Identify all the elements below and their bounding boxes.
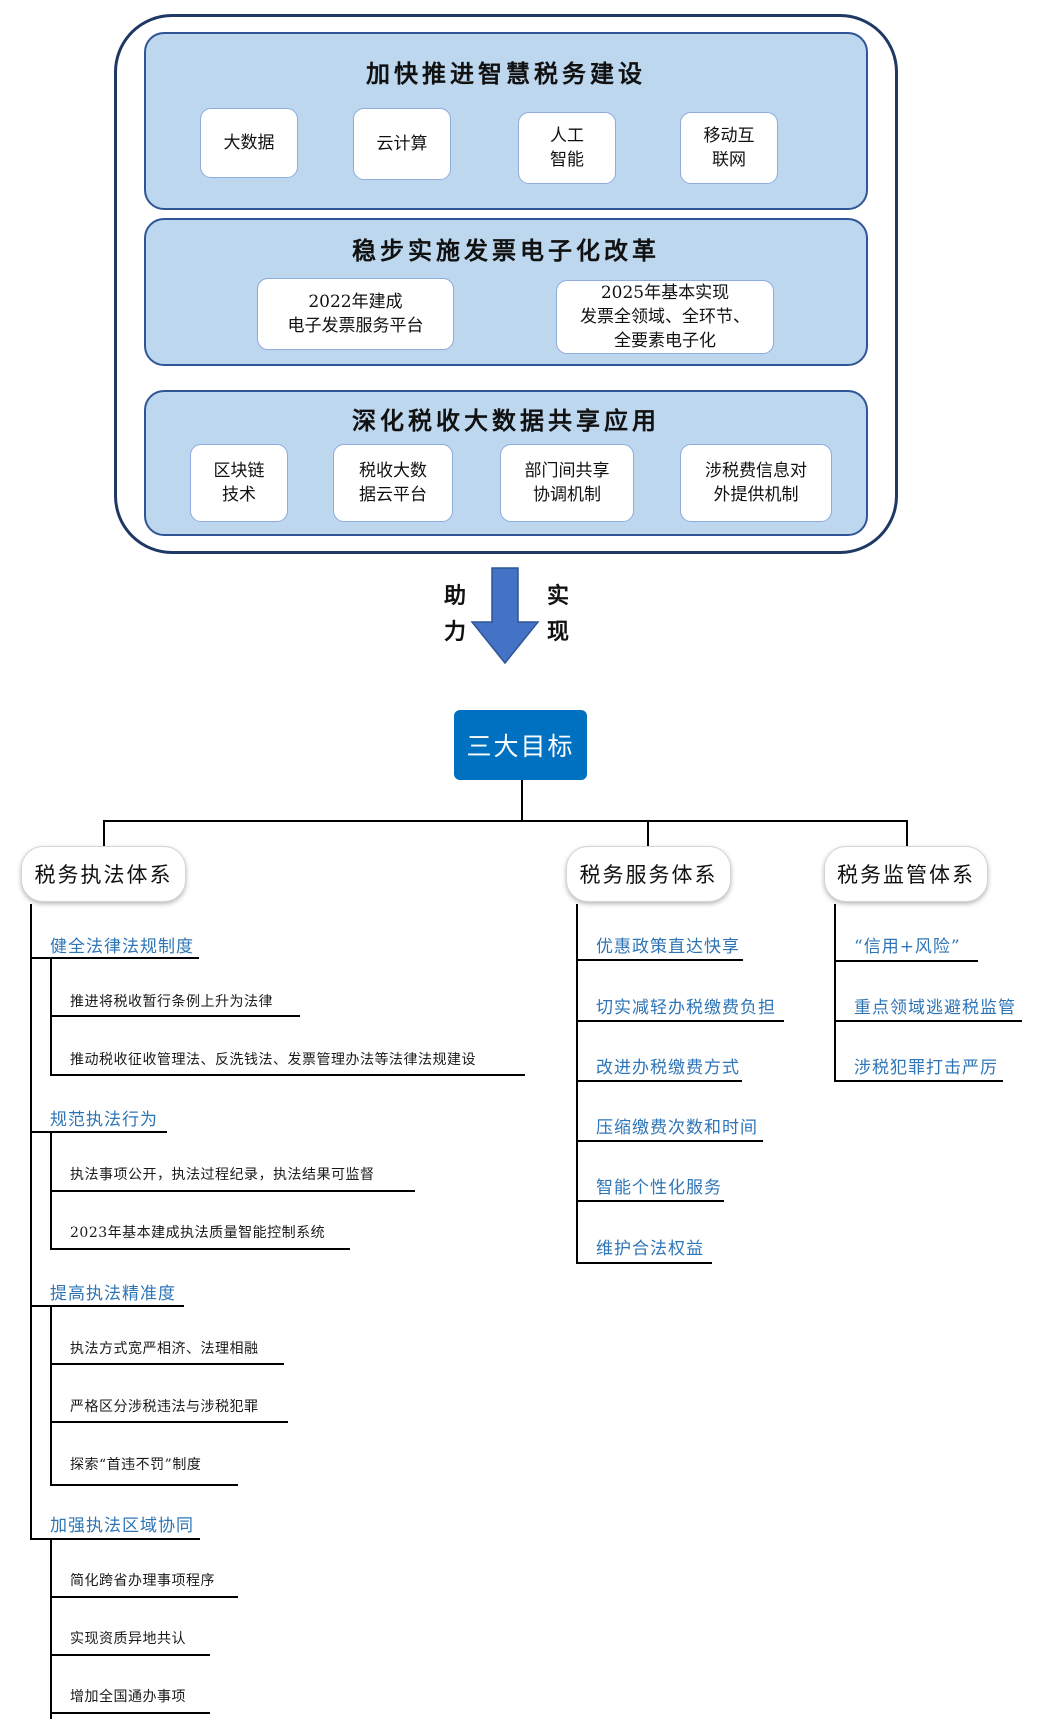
goal-box: 三大目标 [454,710,587,780]
underline [576,1262,712,1264]
underline [30,957,199,959]
supervision-item: 涉税犯罪打击严厉 [854,1058,998,1078]
service-item: 压缩缴费次数和时间 [596,1118,758,1138]
item: 推动税收征收管理法、反洗钱法、发票管理办法等法律法规建设 [70,1052,476,1068]
tree-trunk [30,904,32,1540]
category-enforcement: 税务执法体系 [21,846,186,902]
sub-precision: 提高执法精准度 [50,1284,176,1304]
chip-blockchain: 区块链 技术 [190,444,288,522]
item: 实现资质异地共认 [70,1631,186,1647]
chip-ai: 人工 智能 [518,112,616,184]
item: 执法事项公开，执法过程纪录，执法结果可监督 [70,1167,375,1183]
service-item: 切实减轻办税缴费负担 [596,998,776,1018]
arrow-left-label: 助 力 [443,583,466,645]
underline [576,1140,763,1142]
underline [576,1080,742,1082]
item: 2023年基本建成执法质量智能控制系统 [70,1225,326,1241]
underline [50,1596,238,1598]
chip-mobile-internet: 移动互 联网 [680,112,778,184]
category-supervision: 税务监管体系 [824,846,988,902]
connector [521,780,523,820]
underline [834,960,978,962]
chip-department-sharing: 部门间共享 协调机制 [500,444,634,522]
item: 增加全国通办事项 [70,1689,186,1705]
underline [50,1484,238,1486]
service-item: 优惠政策直达快享 [596,937,740,957]
tree-trunk [576,904,578,1263]
chip-2025-goal: 2025年基本实现 发票全领域、全环节、 全要素电子化 [556,280,774,354]
service-item: 智能个性化服务 [596,1178,722,1198]
supervision-item: “信用+风险” [854,937,961,957]
chip-cloud-computing: 云计算 [353,108,451,180]
chip-2022-platform: 2022年建成 电子发票服务平台 [257,278,454,350]
underline [30,1305,184,1307]
branch-line [50,958,52,1075]
underline [50,1654,210,1656]
underline [30,1131,167,1133]
connector [103,820,105,846]
connector [906,820,908,846]
panel-title: 稳步实施发票电子化改革 [352,236,660,265]
underline [50,1015,300,1017]
item: 推进将税收暂行条例上升为法律 [70,994,273,1010]
service-item: 改进办税缴费方式 [596,1058,740,1078]
underline [576,959,743,961]
underline [50,1190,415,1192]
down-arrow-icon [470,567,540,665]
supervision-item: 重点领域逃避税监管 [854,998,1016,1018]
chip-external-info: 涉税费信息对 外提供机制 [680,444,832,522]
chip-tax-data-cloud: 税收大数 据云平台 [333,444,453,522]
underline [576,1200,724,1202]
branch-line [50,1306,52,1486]
arrow-right-label: 实 现 [546,583,569,645]
connector [103,820,907,822]
underline [50,1248,350,1250]
underline [50,1074,525,1076]
item: 严格区分涉税违法与涉税犯罪 [70,1399,259,1415]
underline [834,1080,1003,1082]
underline [50,1363,284,1365]
sub-regional-coordination: 加强执法区域协同 [50,1516,194,1536]
underline [576,1020,784,1022]
panel-title: 加快推进智慧税务建设 [366,59,646,88]
sub-standardize-enforcement: 规范执法行为 [50,1110,158,1130]
item: 简化跨省办理事项程序 [70,1573,215,1589]
underline [50,1421,288,1423]
underline [30,1538,200,1540]
category-service: 税务服务体系 [566,846,731,902]
underline [834,1020,1022,1022]
panel-title: 深化税收大数据共享应用 [352,406,660,435]
underline [50,1712,210,1714]
sub-legal-system: 健全法律法规制度 [50,937,194,957]
connector [647,820,649,846]
branch-line [50,1539,52,1719]
item: 探索“首违不罚”制度 [70,1457,202,1473]
item: 执法方式宽严相济、法理相融 [70,1341,259,1357]
service-item: 维护合法权益 [596,1239,704,1259]
tree-trunk [834,904,836,1080]
chip-big-data: 大数据 [200,108,298,178]
